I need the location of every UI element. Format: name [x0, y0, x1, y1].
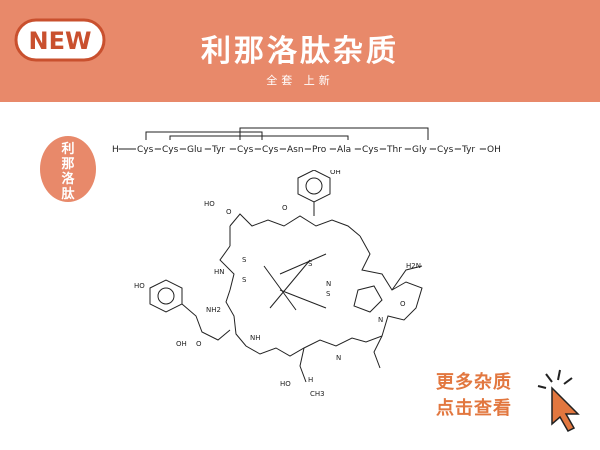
sequence-token: Ala — [337, 145, 351, 155]
sequence-token: Pro — [312, 145, 327, 155]
sequence-token: Gly — [412, 145, 427, 155]
page-subtitle: 全套 上新 — [266, 74, 334, 87]
atom-label: NH — [250, 334, 261, 342]
atom-label: N — [326, 280, 331, 288]
atom-label: S — [242, 256, 247, 264]
sequence-token: OH — [487, 145, 501, 155]
sequence-token: Cys — [162, 145, 179, 155]
peptide-sequence: H Cys Cys Glu Tyr Cys Cys Asn Pro Ala Cys Thr Gly Cys… — [112, 127, 501, 155]
header-banner: NEW 利那洛肽杂质 全套 上新 — [0, 0, 600, 102]
more-impurities-button[interactable]: 更多杂质 点击查看 — [436, 368, 596, 444]
sequence-token: Cys — [137, 145, 154, 155]
atom-label: N — [378, 316, 383, 324]
atom-label: H2N — [406, 262, 421, 270]
atom-label: OH — [176, 340, 187, 348]
sequence-token: Cys — [262, 145, 279, 155]
sequence-token: Cys — [437, 145, 454, 155]
sequence-token: Thr — [386, 145, 402, 155]
atom-label: S — [326, 290, 331, 298]
atom-label: HO — [134, 282, 145, 290]
page-title: 利那洛肽杂质 — [201, 34, 399, 69]
new-badge-text: NEW — [29, 27, 92, 55]
sequence-token: Cys — [362, 145, 379, 155]
atom-label: HN — [214, 268, 225, 276]
sequence-token: Tyr — [461, 145, 475, 155]
atom-label: HO — [280, 380, 291, 388]
atom-label: H — [308, 376, 313, 384]
atom-label: HO — [204, 200, 215, 208]
atom-label: N — [336, 354, 341, 362]
cta-line-2: 点击查看 — [436, 398, 512, 419]
atom-label: O — [400, 300, 406, 308]
cta-line-1: 更多杂质 — [436, 372, 512, 393]
sequence-token: Asn — [287, 145, 304, 155]
atom-label: OH — [330, 170, 341, 176]
atom-label: NH2 — [206, 306, 221, 314]
sequence-token: Glu — [187, 145, 202, 155]
atom-label: O — [196, 340, 202, 348]
sequence-token: H — [112, 145, 119, 155]
sequence-token: Cys — [237, 145, 254, 155]
atom-label: CH3 — [310, 390, 325, 398]
new-badge-icon: NEW — [14, 18, 106, 62]
atom-label: O — [282, 204, 288, 212]
sequence-token: Tyr — [211, 145, 225, 155]
atom-label: S — [308, 260, 313, 268]
side-badge-text: 利那洛肽 — [61, 142, 75, 202]
side-badge: 利那洛肽 — [40, 136, 96, 202]
atom-label: S — [242, 276, 247, 284]
pointer-cursor-icon — [537, 369, 580, 432]
atom-label: O — [226, 208, 232, 216]
